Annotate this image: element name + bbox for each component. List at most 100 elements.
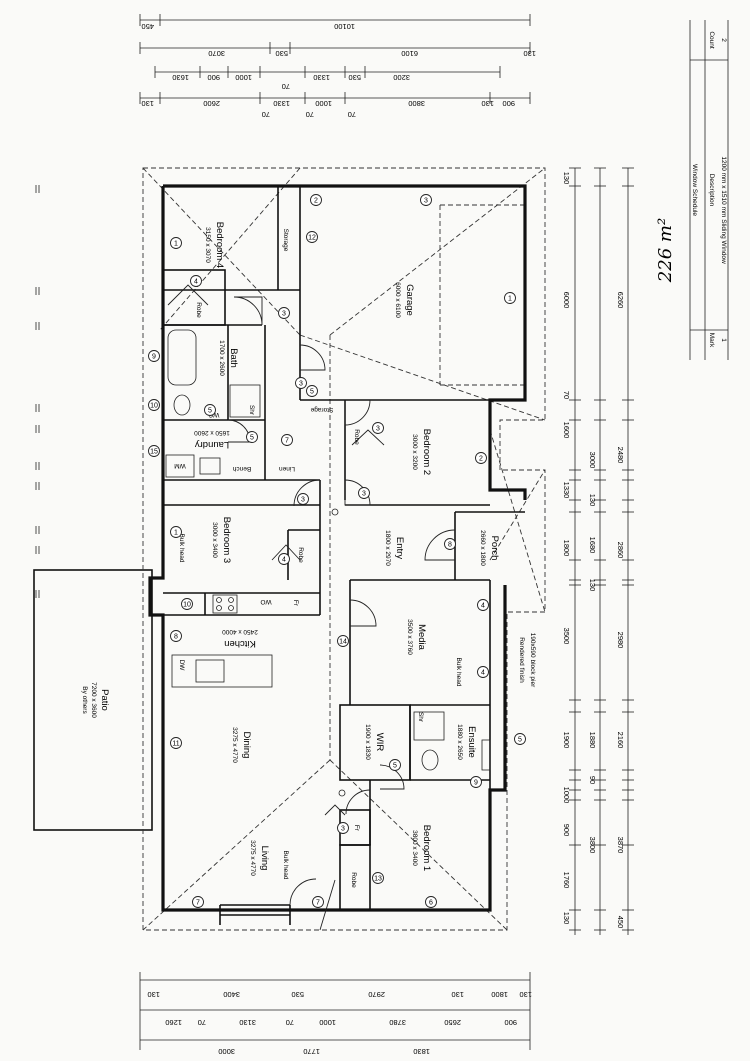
window-mark: 4: [477, 666, 489, 678]
dim-top: 3800: [408, 99, 425, 108]
room-size-ensuite: 1880 x 2650: [456, 724, 463, 760]
svg-text:3400: 3400: [223, 990, 240, 999]
svg-text:130: 130: [519, 990, 532, 999]
window-mark: 4: [477, 599, 489, 611]
room-name-robe: Robe: [195, 302, 202, 318]
room-size-bedroom-3: 3000 x 3400: [211, 522, 218, 558]
dim-top: 6100: [401, 49, 418, 58]
window-mark: 7: [312, 896, 324, 908]
room-name-dw: DW: [178, 660, 185, 672]
svg-text:1: 1: [508, 296, 512, 303]
svg-text:3800: 3800: [588, 837, 597, 854]
svg-text:3: 3: [299, 381, 303, 388]
room-name-garage: Garage: [404, 284, 415, 316]
window-mark: 6: [425, 896, 437, 908]
room-size-bath: 1700 x 2600: [218, 340, 225, 376]
room-size-wir: 1900 x 1830: [364, 724, 371, 760]
svg-text:6000: 6000: [562, 292, 571, 309]
svg-text:5: 5: [310, 389, 314, 396]
patio-label: Patio: [99, 689, 110, 711]
svg-text:1680: 1680: [588, 537, 597, 554]
dim-top: 3070: [208, 49, 225, 58]
room-name-bulkhead: Bulk head: [178, 534, 185, 563]
dim-top: 3200: [393, 73, 410, 82]
window-mark: 1: [170, 526, 182, 538]
room-size-dining: 3275 x 4770: [231, 727, 238, 763]
svg-text:1: 1: [174, 241, 178, 248]
svg-text:1: 1: [174, 530, 178, 537]
window-mark: 10: [148, 399, 160, 411]
handwritten-area: 226 m²: [655, 218, 676, 283]
svg-text:3: 3: [282, 311, 286, 318]
svg-text:1760: 1760: [562, 872, 571, 889]
svg-text:7: 7: [316, 900, 320, 907]
svg-text:1830: 1830: [413, 1047, 430, 1056]
room-name-wir: WIR: [374, 733, 385, 752]
dim-top: 2600: [203, 99, 220, 108]
dim-top: 70: [348, 110, 356, 119]
room-size-kitchen: 2450 x 4000: [222, 628, 258, 635]
svg-text:14: 14: [339, 639, 347, 646]
window-mark: 1: [504, 292, 516, 304]
dim-top: 1330: [313, 73, 330, 82]
room-name-media: Media: [416, 624, 427, 651]
svg-text:13: 13: [374, 876, 382, 883]
svg-text:900: 900: [562, 824, 571, 837]
svg-text:1000: 1000: [319, 1018, 336, 1027]
svg-text:1900: 1900: [562, 732, 571, 749]
svg-text:5: 5: [518, 737, 522, 744]
window-mark: 3: [297, 493, 309, 505]
window-marks: 1 4 2 3 12 3 1 9 3 5 10 5 5 15 7 3 2 3 3…: [148, 194, 526, 908]
svg-text:2650: 2650: [444, 1018, 461, 1027]
svg-text:10: 10: [183, 602, 191, 609]
room-labels: Bedroom 4 3150 x 3070 Storage Robe Garag…: [174, 222, 500, 888]
toilet-icon: [173, 394, 191, 416]
window-mark: 3: [420, 194, 432, 206]
svg-text:1260: 1260: [165, 1018, 182, 1027]
window-mark: 12: [306, 231, 318, 243]
svg-text:7: 7: [285, 438, 289, 445]
svg-text:9: 9: [474, 780, 478, 787]
fixtures: [165, 329, 491, 797]
svg-text:1770: 1770: [303, 1047, 320, 1056]
svg-text:3780: 3780: [389, 1018, 406, 1027]
room-name-linen: Linen: [279, 465, 295, 472]
svg-text:4: 4: [194, 279, 198, 286]
window-mark: 11: [170, 737, 182, 749]
svg-text:6260: 6260: [616, 292, 625, 309]
patio-note: By others: [81, 686, 88, 714]
room-name-fr-kitchen: Fr: [292, 600, 299, 607]
dim-top: 130: [523, 49, 536, 58]
window-mark: 7: [192, 896, 204, 908]
svg-text:450: 450: [616, 916, 625, 929]
window-mark: 3: [337, 822, 349, 834]
svg-text:4: 4: [481, 603, 485, 610]
schedule-mark-header: Mark: [708, 333, 715, 348]
dim-top: 1000: [235, 73, 252, 82]
schedule-count-header: Count: [708, 31, 715, 49]
svg-text:90: 90: [588, 776, 597, 784]
room-name-bedroom-1: Bedroom 1: [421, 825, 432, 871]
room-size-bedroom-2: 3000 x 3200: [411, 434, 418, 470]
svg-text:130: 130: [147, 990, 160, 999]
room-size-porch: 2660 x 1800: [479, 530, 486, 566]
svg-text:2: 2: [314, 198, 318, 205]
svg-text:8: 8: [448, 542, 452, 549]
dim-top: 900: [502, 99, 515, 108]
svg-text:5: 5: [208, 408, 212, 415]
room-name-wm: WM: [174, 462, 186, 469]
schedule-count: 2: [720, 38, 727, 42]
window-mark: 2: [475, 452, 487, 464]
room-name-robe-bed1: Robe: [350, 872, 357, 888]
svg-text:9: 9: [152, 354, 156, 361]
bottom-dimensions: 130 3400 530 2970 130 1800 130 1260 70 3…: [139, 972, 532, 1056]
window-mark: 7: [281, 434, 293, 446]
toilet-icon: [421, 749, 439, 771]
svg-text:3: 3: [341, 826, 345, 833]
window-mark: 8: [444, 538, 456, 550]
schedule-description: 1200 mm x 1510 mm Sliding Window: [720, 156, 727, 264]
svg-text:4: 4: [481, 670, 485, 677]
dim-top: 900: [207, 73, 220, 82]
room-name-fr-bed1: Fr: [353, 825, 360, 832]
